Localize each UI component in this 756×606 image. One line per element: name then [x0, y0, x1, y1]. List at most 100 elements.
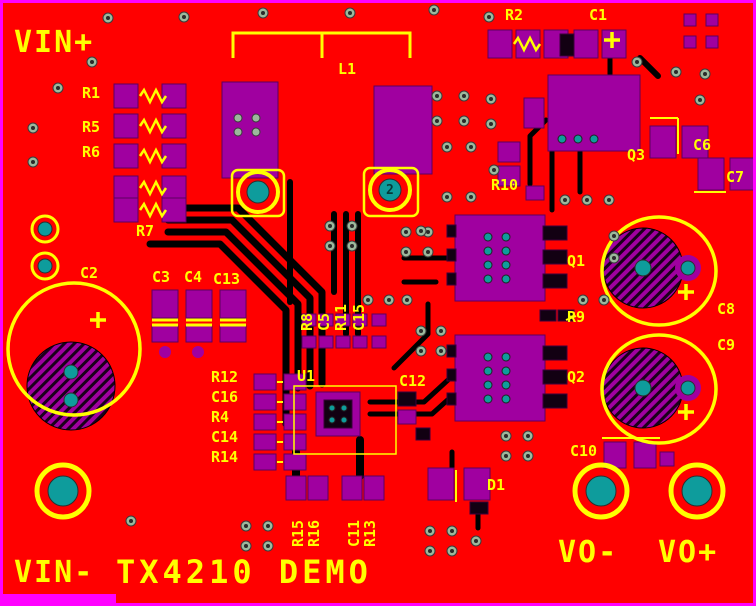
drill-hole: [634, 379, 652, 397]
ic-via-dot: [501, 394, 511, 404]
ref-label-c5: C5: [315, 312, 333, 331]
ref-label-c2: C2: [80, 264, 99, 282]
pad-dark: [469, 501, 489, 515]
copper-trace: [391, 301, 431, 371]
via-hole: [266, 524, 270, 528]
pad-dark: [542, 369, 568, 385]
via-hole: [435, 94, 439, 98]
ic-via-dot: [340, 416, 348, 424]
capacitor-hatch-body: [26, 341, 116, 431]
terminal-label-vo-minus: VO-: [558, 535, 619, 570]
ref-label-r15: R15: [289, 519, 307, 547]
pad: [253, 413, 277, 431]
ic-via-dot: [501, 246, 511, 256]
pad: [352, 335, 368, 349]
ref-label-c10: C10: [570, 442, 598, 460]
ic-via-dot: [589, 134, 599, 144]
pad-dark: [323, 399, 353, 429]
pad: [573, 29, 599, 59]
ic-via-dot: [340, 404, 348, 412]
silk-resistor-symbol: [138, 117, 168, 135]
ref-label-u1: U1: [297, 367, 316, 385]
via-hole: [426, 230, 430, 234]
pad: [487, 29, 513, 59]
ref-label-r5: R5: [82, 118, 101, 136]
ref-label-r16: R16: [305, 519, 323, 547]
pad: [113, 113, 139, 139]
ref-label-r14: R14: [211, 448, 239, 466]
pad: [427, 467, 455, 501]
pad: [113, 143, 139, 169]
via-hole: [244, 544, 248, 548]
via-hole: [439, 329, 443, 333]
ic-via-dot: [557, 134, 567, 144]
copper-trace: [367, 393, 455, 417]
via-hole: [585, 198, 589, 202]
via-hole: [432, 8, 436, 12]
terminal-label-vin-plus: VIN+: [14, 25, 95, 60]
pad: [283, 433, 307, 451]
via-hole: [445, 195, 449, 199]
via-hole: [261, 11, 265, 15]
pad-via-dot: [251, 113, 261, 123]
ic-via-dot: [483, 366, 493, 376]
ref-label-r8: R8: [298, 312, 316, 331]
via-hole: [489, 97, 493, 101]
pad: [318, 335, 334, 349]
pad: [151, 325, 179, 343]
via-hole: [366, 298, 370, 302]
ref-label-q3: Q3: [627, 146, 646, 164]
pad-dark: [397, 391, 417, 407]
via-hole: [469, 195, 473, 199]
via-hole: [350, 244, 354, 248]
pad: [681, 125, 709, 159]
via-hole: [404, 250, 408, 254]
via-hole: [487, 15, 491, 19]
silk-u1-outline: [293, 385, 397, 455]
via-hole: [426, 250, 430, 254]
pad: [185, 325, 213, 343]
drill-ring: [668, 462, 726, 520]
pad: [454, 334, 546, 422]
via-hole: [129, 519, 133, 523]
ic-via-dot: [483, 246, 493, 256]
via-hole: [607, 198, 611, 202]
pad-dark: [446, 368, 457, 382]
pad: [341, 475, 363, 501]
via-hole: [445, 145, 449, 149]
silk-resistor-symbol: [138, 87, 168, 105]
via-hole: [31, 160, 35, 164]
pad: [463, 467, 491, 501]
pad-dark: [542, 393, 568, 409]
drill-hole: [680, 380, 696, 396]
ref-label-c11: C11: [345, 519, 363, 547]
ref-label-c3: C3: [152, 268, 171, 286]
via-hole: [635, 60, 639, 64]
copper-trace: [146, 240, 290, 428]
ref-label-r10: R10: [491, 176, 519, 194]
via-hole: [612, 234, 616, 238]
ic-via-dot: [501, 260, 511, 270]
ref-label-c1: C1: [589, 6, 608, 24]
drill-ring: [34, 462, 92, 520]
via-hole: [348, 11, 352, 15]
silk-pad-box: [362, 166, 420, 218]
pad: [523, 97, 545, 129]
via-hole: [350, 224, 354, 228]
pad-dark: [446, 224, 457, 238]
drill-hole: [63, 364, 79, 380]
pad: [285, 475, 307, 501]
via-hole: [462, 119, 466, 123]
pad: [371, 313, 387, 327]
drill-hole: [246, 180, 270, 204]
pad-via-dot: [233, 113, 243, 123]
ref-label-r1: R1: [82, 84, 101, 102]
ref-label-c6: C6: [693, 136, 712, 154]
pad: [649, 125, 677, 159]
via-hole: [328, 224, 332, 228]
ref-label-r7: R7: [136, 222, 155, 240]
via-hole: [504, 434, 508, 438]
via-hole: [450, 529, 454, 533]
